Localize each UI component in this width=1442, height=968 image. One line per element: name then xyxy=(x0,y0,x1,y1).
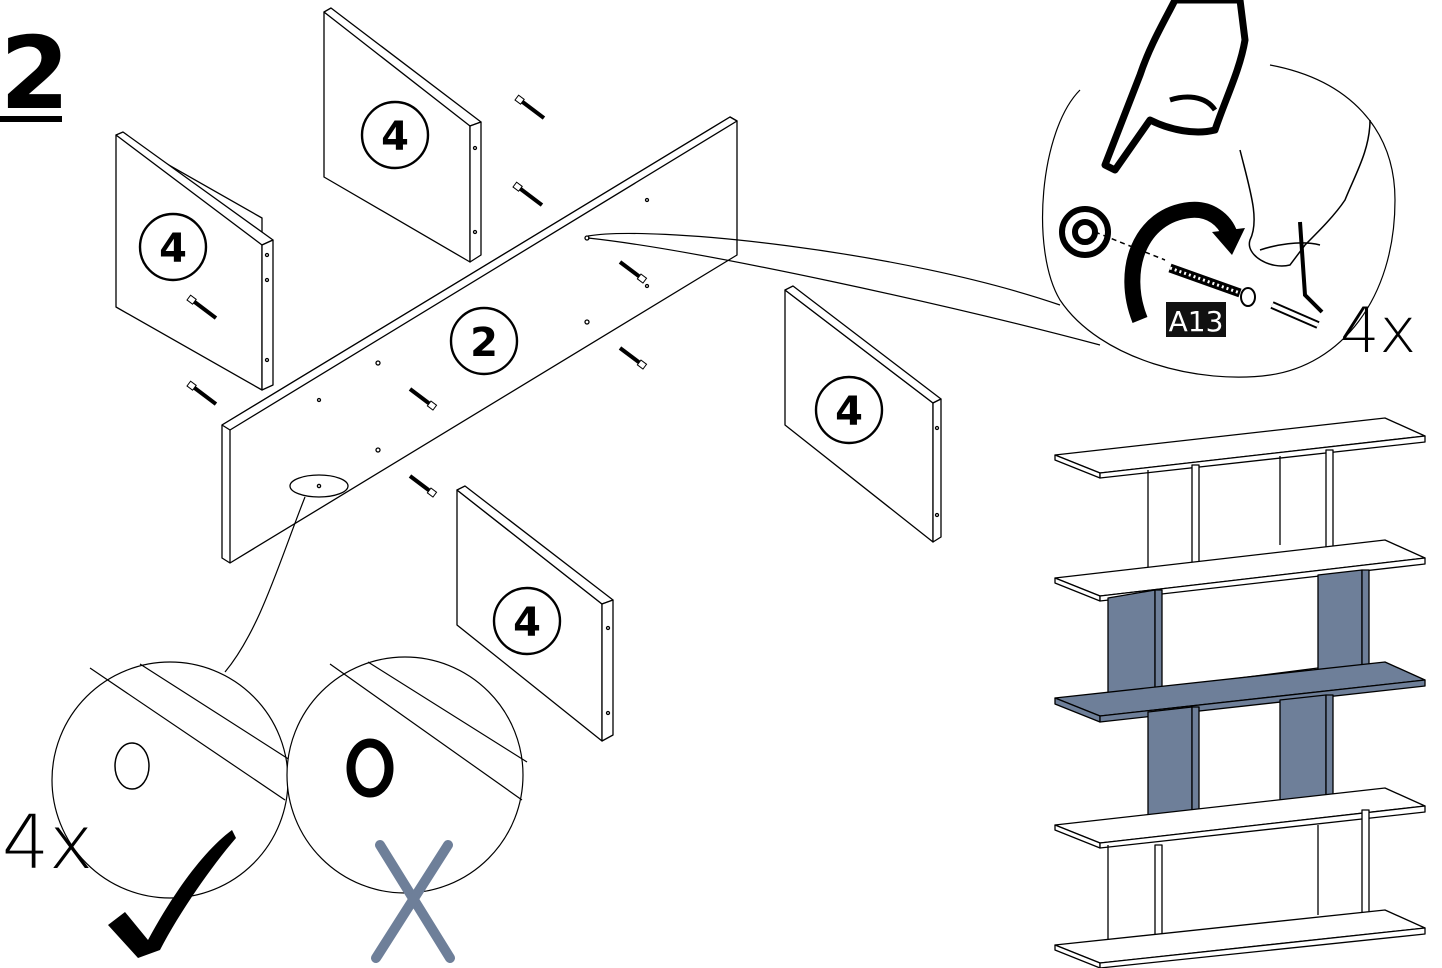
part-label: 4 xyxy=(381,114,409,160)
hole-detail-wrong xyxy=(286,656,528,894)
screw xyxy=(408,474,438,498)
screw-a13 xyxy=(1168,263,1256,307)
pointing-hand-icon xyxy=(1101,0,1249,174)
screw-detail-callout: A13 4x xyxy=(1041,0,1416,378)
screw xyxy=(186,380,218,406)
screw xyxy=(512,181,544,207)
center-panel-2: 2 xyxy=(221,116,738,564)
part-label-circle xyxy=(138,212,208,282)
part-label: 4 xyxy=(513,600,541,646)
side-panel-4-bottom: 4 xyxy=(456,485,614,742)
clean-hole xyxy=(114,742,150,790)
screw xyxy=(618,260,648,284)
shelf-overview xyxy=(1054,417,1426,968)
part-label-circle xyxy=(492,586,562,656)
damaged-hole xyxy=(346,738,394,798)
hand-with-hex-key-icon xyxy=(1239,119,1371,329)
rotate-arrow-icon xyxy=(1124,201,1245,323)
side-panel-4-right: 4 xyxy=(784,285,942,543)
part-label-circle xyxy=(814,375,884,445)
screw xyxy=(186,294,218,320)
step-number-underline xyxy=(0,116,62,122)
check-icon xyxy=(108,830,236,958)
screw xyxy=(408,387,438,411)
side-panel-4-top: 4 xyxy=(323,7,482,263)
part-code-badge xyxy=(1166,302,1226,337)
part-code: A13 xyxy=(1169,305,1224,338)
part-label: 4 xyxy=(835,389,863,435)
callout-lines xyxy=(224,232,1101,673)
side-panel-4-left: 4 xyxy=(115,131,274,391)
screw-quantity: 4x xyxy=(1340,294,1416,367)
hole-quantity: 4x xyxy=(2,800,93,886)
hole-symbol-icon xyxy=(1059,206,1111,258)
step-number-text: 2 xyxy=(0,15,70,132)
part-label-circle xyxy=(360,100,430,170)
part-label: 2 xyxy=(470,320,498,366)
part-label-circle xyxy=(449,306,519,376)
screw xyxy=(514,94,546,120)
screw xyxy=(618,346,648,370)
cross-icon xyxy=(371,840,455,963)
step-number: 2 xyxy=(0,15,70,132)
part-label: 4 xyxy=(159,226,187,272)
screws xyxy=(186,94,648,498)
